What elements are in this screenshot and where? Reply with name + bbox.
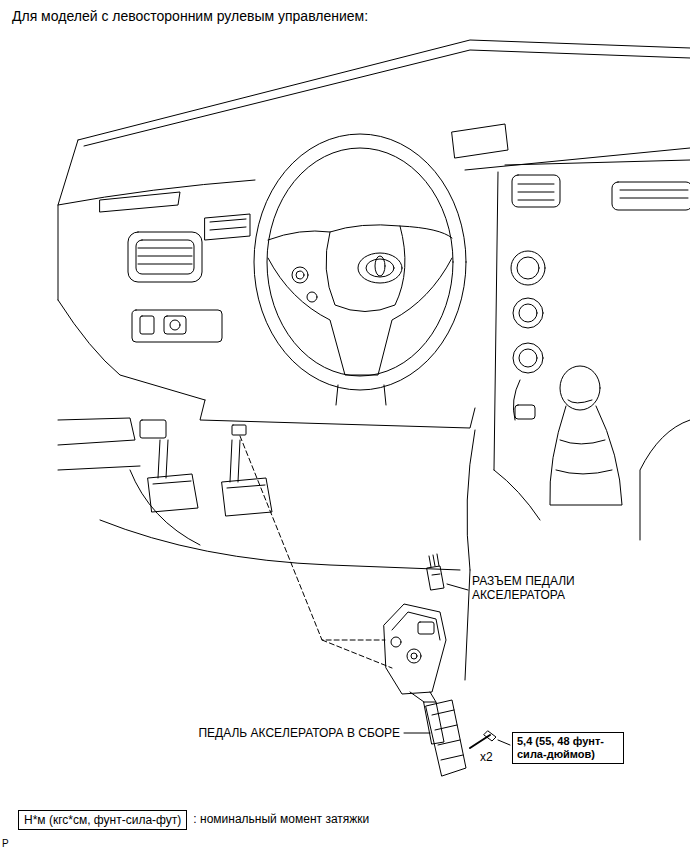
part-label: ПЕДАЛЬ АКСЕЛЕРАТОРА В СБОРЕ [198,726,400,740]
diagram-title: Для моделей с левосторонним рулевым упра… [12,8,368,25]
legend-note: : номинальный момент затяжки [193,812,369,826]
quantity-label: x2 [480,750,493,764]
page-mark: P [2,838,9,850]
torque-legend-box: Н*м (кгс*см, фунт-сила-фут) [18,810,187,830]
node-text: 5,4 (55, 48 фунт- сила-дюймов) [517,735,619,761]
torque-spec-box: 5,4 (55, 48 фунт- сила-дюймов) [512,732,624,764]
node-text: Н*м (кгс*см, фунт-сила-фут) [24,813,181,827]
part-label: РАЗЪЕМ ПЕДАЛИ АКСЕЛЕРАТОРА [472,574,622,603]
